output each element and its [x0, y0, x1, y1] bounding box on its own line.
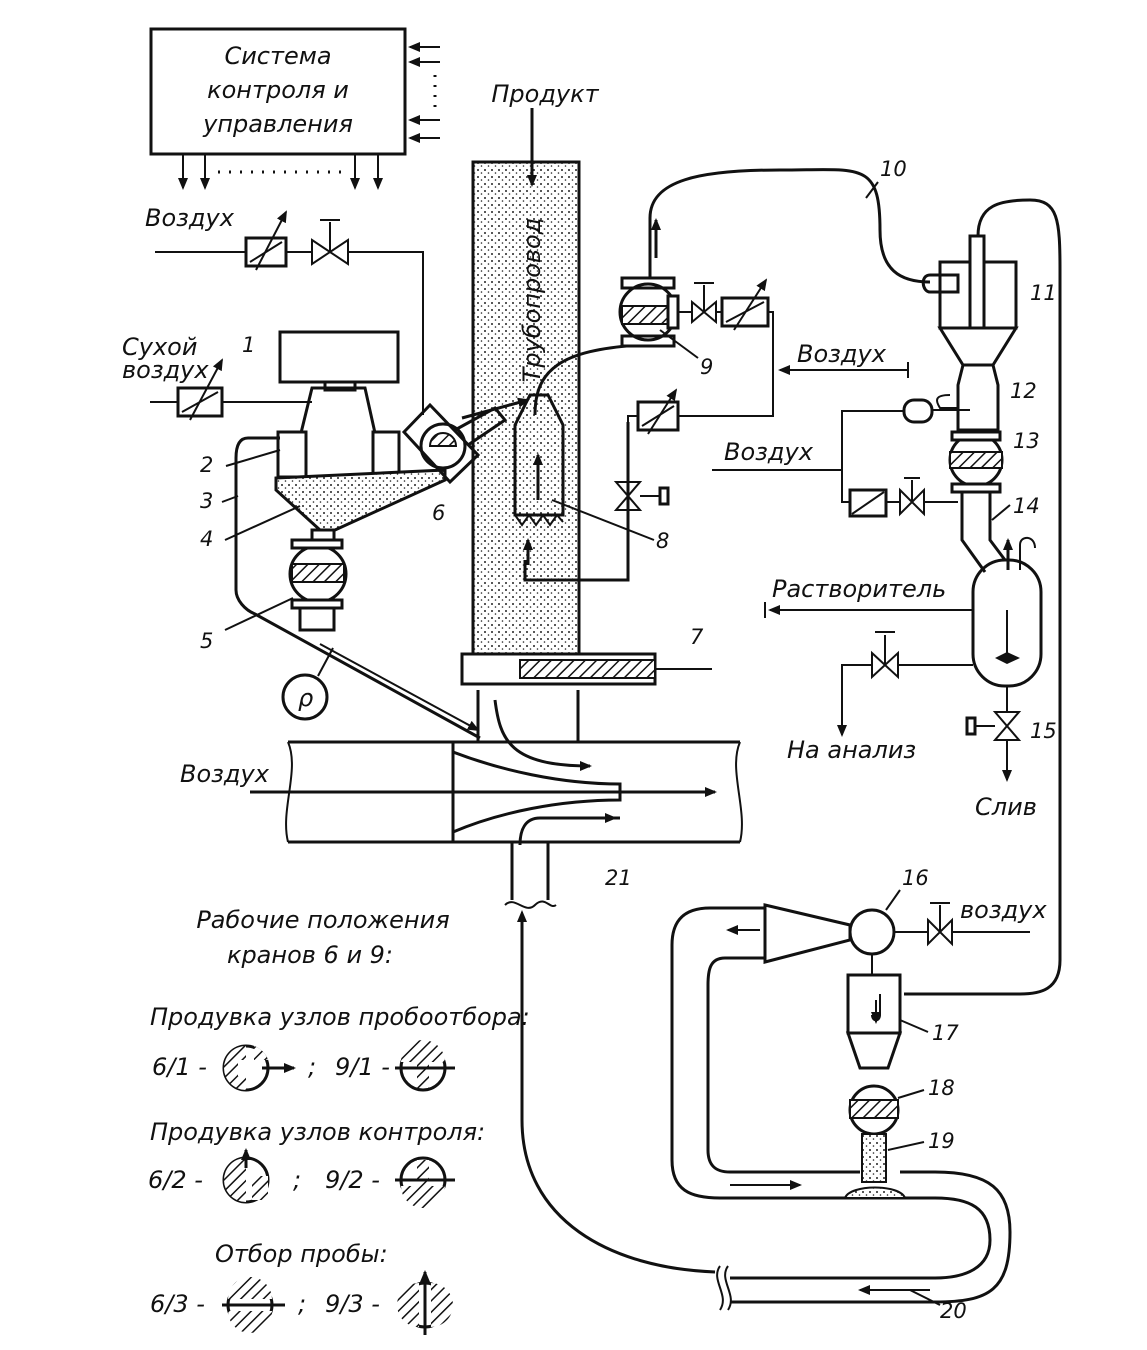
legend-p61: 6/1 -	[152, 1053, 207, 1081]
legend-sep-1: ;	[308, 1053, 316, 1081]
control-system-line1: Система	[224, 42, 331, 70]
control-system-line2: контроля и	[207, 76, 349, 104]
valve-6: 6	[401, 397, 530, 525]
label-13: 13	[1013, 429, 1040, 453]
pipeline-label: Трубопровод	[518, 218, 546, 383]
legend-p63: 6/3 -	[150, 1290, 205, 1318]
solvent-label: Растворитель	[772, 575, 946, 603]
valve-6-pos-3-icon	[222, 1277, 285, 1333]
dry-air-label-2: воздух	[122, 356, 209, 384]
label-3: 3	[200, 489, 213, 513]
label-19: 19	[928, 1129, 955, 1153]
label-14: 14	[1013, 494, 1040, 518]
valve-6-pos-1-icon	[222, 1044, 296, 1092]
label-7: 7	[690, 625, 704, 649]
legend-p92: 9/2 -	[325, 1166, 380, 1194]
legend-p91: 9/1 -	[335, 1053, 390, 1081]
product-pipeline: Продукт Трубопровод	[471, 80, 641, 742]
dry-air-label-1: Сухой	[122, 333, 197, 361]
label-21: 21	[605, 866, 632, 890]
air-main-label: Воздух	[180, 760, 270, 788]
label-12: 12	[1010, 379, 1037, 403]
legend-sampling: Отбор пробы:	[215, 1240, 388, 1268]
dry-air-line: Сухой воздух	[122, 333, 312, 421]
sampler-unit-1-5: 1 ρ 2 3 4 5	[200, 330, 481, 740]
valve-9-pos-3-icon	[397, 1270, 453, 1335]
to-analysis-label: На анализ	[787, 736, 916, 764]
label-16: 16	[902, 866, 929, 890]
legend-purge-control: Продувка узлов контроля:	[150, 1118, 485, 1146]
control-system-line3: управления	[202, 110, 353, 138]
valve-9-pos-2-icon	[395, 1156, 455, 1208]
air-line-top: Воздух	[145, 204, 424, 415]
density-gauge-label: ρ	[298, 684, 313, 712]
label-6: 6	[432, 501, 445, 525]
air-top-label: Воздух	[145, 204, 235, 232]
label-9: 9	[700, 355, 713, 379]
drain-label: Слив	[975, 793, 1037, 821]
label-5: 5	[200, 629, 213, 653]
valve-positions-legend: Рабочие положения кранов 6 и 9: Продувка…	[148, 906, 530, 1335]
cyclone-dissolver-assembly: 11 12 Воздух 13 14 Растворитель	[712, 198, 1062, 996]
label-4: 4	[200, 527, 213, 551]
label-1: 1	[242, 333, 255, 357]
air-valve9-label: Воздух	[797, 340, 887, 368]
gate-valve-7: 7	[460, 625, 712, 686]
label-8: 8	[656, 529, 669, 553]
legend-sep-3: ;	[298, 1290, 306, 1318]
product-label: Продукт	[491, 80, 599, 108]
label-2: 2	[200, 453, 213, 477]
label-18: 18	[928, 1076, 955, 1100]
label-20: 20	[940, 1299, 967, 1323]
label-10: 10	[880, 157, 907, 181]
valve-9-pos-1-icon	[395, 1040, 455, 1092]
air-13-label: Воздух	[724, 438, 814, 466]
label-15: 15	[1030, 719, 1057, 743]
legend-p93: 9/3 -	[325, 1290, 380, 1318]
ejector-21: Воздух 21	[180, 699, 743, 909]
valve-9-assembly: 10 Воздух 9 8	[551, 157, 931, 580]
legend-title-1: Рабочие положения	[196, 906, 449, 934]
valve-6-pos-2-icon	[222, 1148, 270, 1204]
legend-sep-2: ;	[293, 1166, 301, 1194]
label-17: 17	[932, 1021, 959, 1045]
label-11: 11	[1030, 281, 1057, 305]
legend-purge-sampling: Продувка узлов пробоотбора:	[150, 1003, 530, 1031]
control-system-block: Система контроля и управления	[149, 27, 440, 190]
air-16-label: воздух	[960, 896, 1047, 924]
return-loop-16-20: воздух 16 20 17 18 19	[517, 866, 1047, 1323]
legend-title-2: кранов 6 и 9:	[227, 941, 393, 969]
legend-p62: 6/2 -	[148, 1166, 203, 1194]
